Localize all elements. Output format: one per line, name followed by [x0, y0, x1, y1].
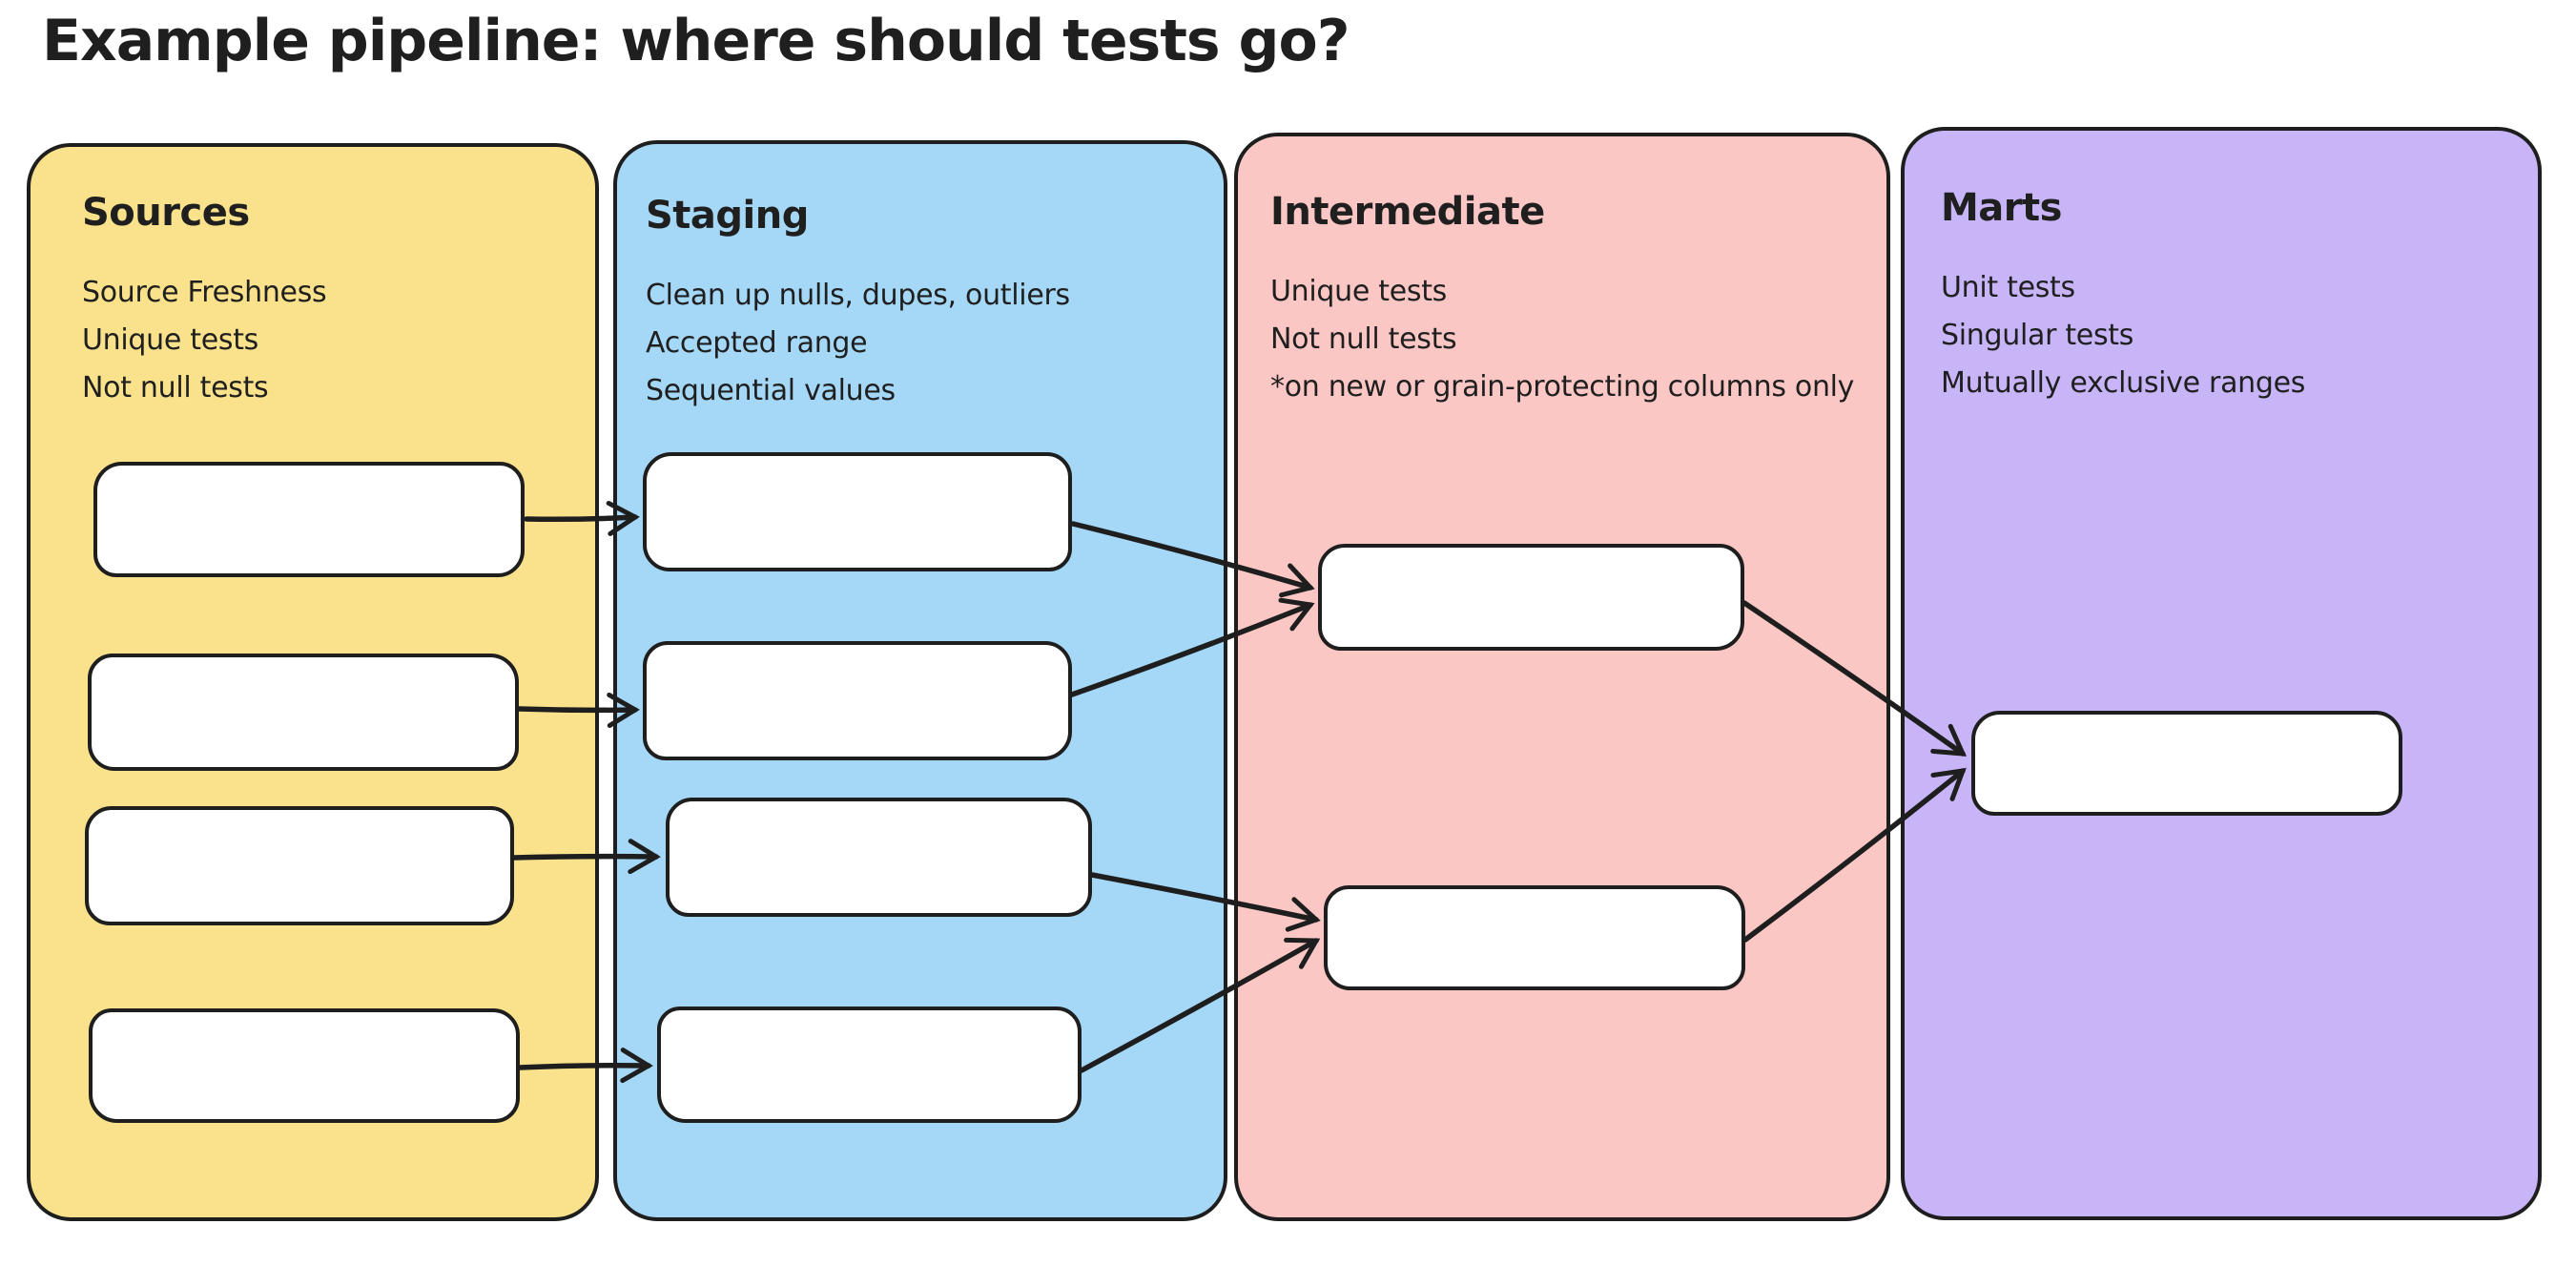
note-line: Source Freshness — [82, 276, 327, 309]
node-source-4 — [89, 1008, 520, 1123]
column-marts-notes: Unit tests Singular tests Mutually exclu… — [1941, 264, 2519, 406]
column-intermediate-heading: Intermediate — [1270, 190, 1545, 234]
column-sources-heading: Sources — [82, 191, 250, 235]
node-staging-1 — [643, 452, 1072, 571]
note-line: Singular tests — [1941, 318, 2134, 352]
column-sources-notes: Source Freshness Unique tests Not null t… — [82, 269, 576, 411]
column-staging-heading: Staging — [646, 194, 809, 238]
node-intermediate-1 — [1318, 544, 1744, 651]
note-line: Unique tests — [1270, 275, 1447, 308]
note-line: Unique tests — [82, 322, 258, 357]
note-line: *on new or grain-protecting columns only — [1270, 369, 1855, 404]
note-line: Clean up nulls, dupes, outliers — [646, 279, 1070, 312]
node-staging-2 — [643, 641, 1072, 760]
note-line: Not null tests — [82, 370, 269, 405]
note-line: Not null tests — [1270, 322, 1457, 356]
node-source-3 — [85, 806, 514, 925]
node-mart-1 — [1971, 711, 2402, 816]
note-line: Sequential values — [646, 373, 896, 407]
note-line: Accepted range — [646, 325, 868, 360]
column-staging-notes: Clean up nulls, dupes, outliers Accepted… — [646, 272, 1205, 414]
column-marts-heading: Marts — [1941, 186, 2062, 230]
node-source-1 — [93, 462, 525, 577]
column-marts: Marts Unit tests Singular tests Mutually… — [1901, 127, 2542, 1220]
node-intermediate-2 — [1324, 885, 1745, 990]
page-title: Example pipeline: where should tests go? — [42, 8, 1350, 74]
note-line: Mutually exclusive ranges — [1941, 365, 2306, 400]
node-staging-3 — [666, 798, 1092, 917]
node-staging-4 — [657, 1007, 1082, 1123]
note-line: Unit tests — [1941, 271, 2075, 304]
node-source-2 — [88, 654, 519, 771]
column-intermediate-notes: Unique tests Not null tests *on new or g… — [1270, 268, 1873, 410]
column-intermediate: Intermediate Unique tests Not null tests… — [1234, 133, 1890, 1221]
